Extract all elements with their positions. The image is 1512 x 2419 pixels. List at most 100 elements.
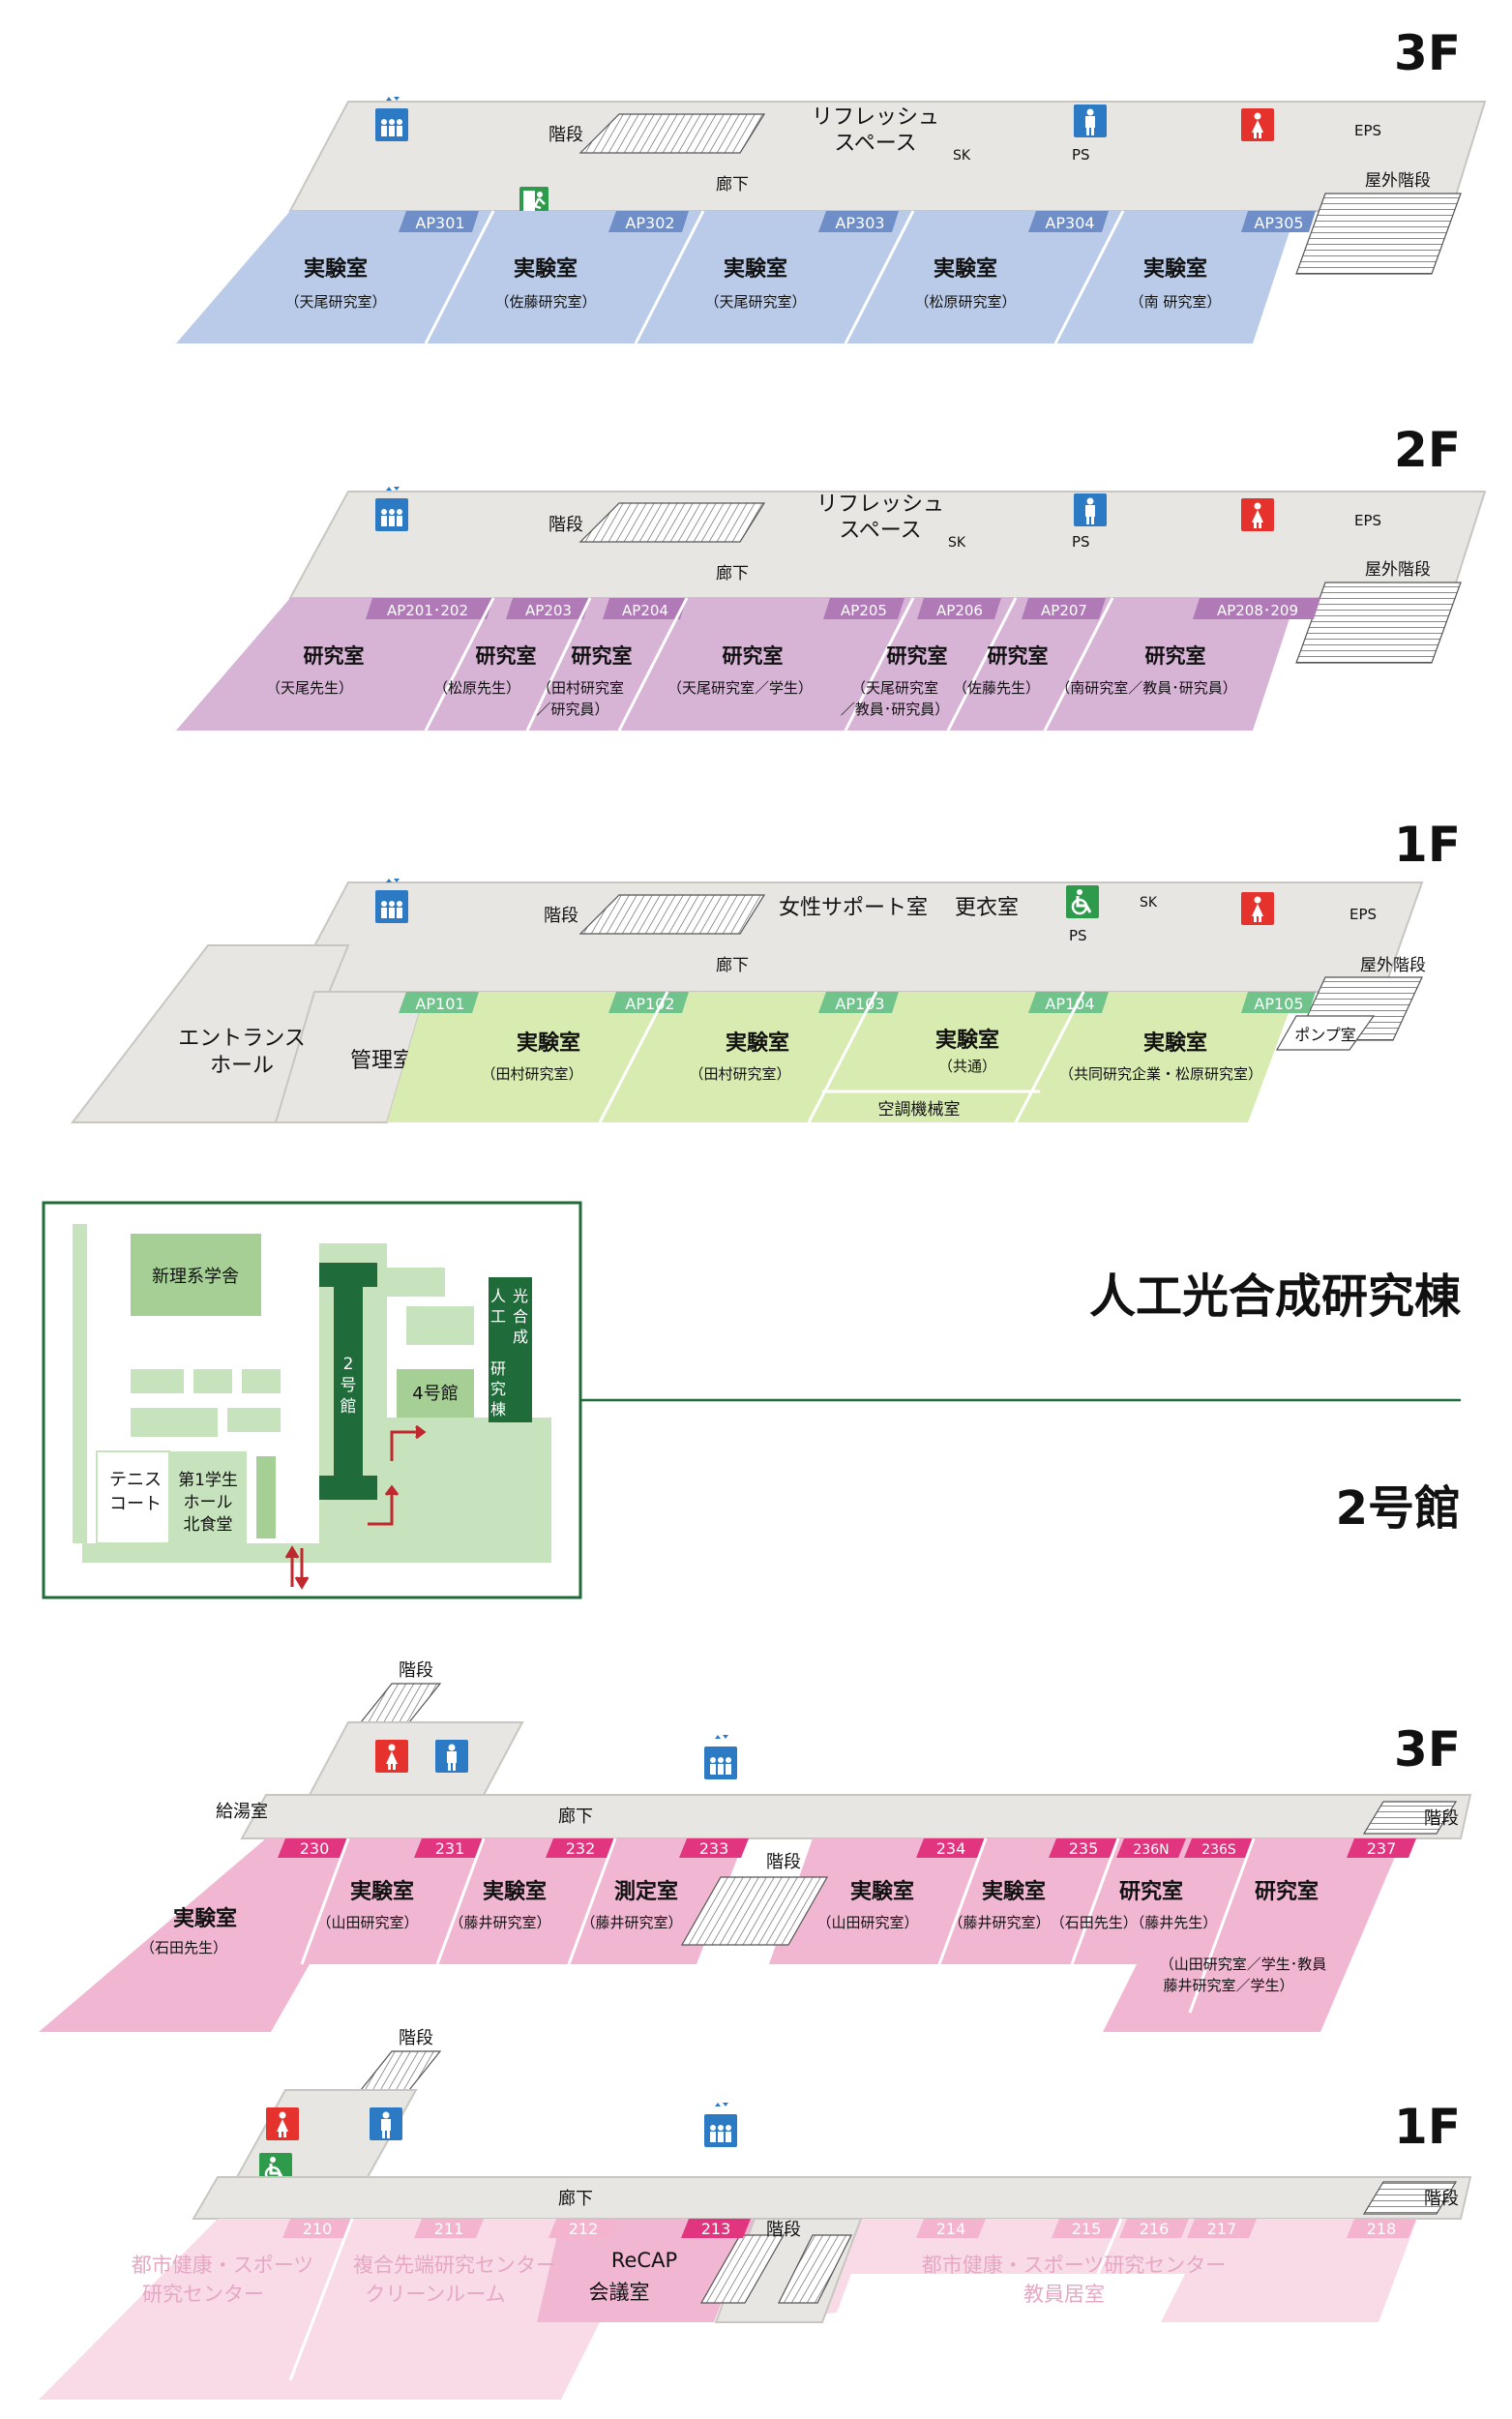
room-owner: （松原先生） (433, 679, 520, 697)
room-owner: （天尾先生） (266, 679, 353, 697)
floor-label-afl-1f: 1F (1394, 817, 1461, 873)
route-arrows (284, 1424, 427, 1590)
room-block-right (755, 2219, 1417, 2322)
room-name: 実験室 (1143, 1030, 1207, 1056)
b2-1f: 1F 階段 廊下 階段 階段 210 211 212 213 214 (39, 2028, 1472, 2400)
room-tab (414, 2219, 484, 2238)
stairs-label-top: 階段 (399, 1660, 433, 1681)
shinri-building (131, 1234, 261, 1316)
refresh-space-label-1: リフレッシュ (812, 105, 939, 130)
room-name: 研究室 (304, 644, 365, 668)
ps-label: PS (1072, 146, 1090, 164)
corridor (308, 1721, 524, 1796)
inset-area (406, 1306, 474, 1345)
room-owner: （藤井研究室） (449, 1914, 550, 1931)
eps-label: EPS (1354, 122, 1381, 139)
room-name: 研究室 (723, 644, 784, 668)
stairs-label-right: 階段 (1424, 2189, 1459, 2209)
outdoor-stairs-icon (1295, 193, 1462, 275)
stairs-label: 階段 (548, 125, 583, 145)
room-tab-label: 217 (1207, 2220, 1237, 2238)
room-recap (537, 2219, 755, 2322)
room-dividers (424, 597, 1114, 732)
room-name-faded: 都市健康・スポーツ研究センター (922, 2254, 1227, 2277)
room-name: 実験室 (934, 256, 997, 282)
room-name: 実験室 (304, 256, 368, 282)
inset-area (96, 1450, 170, 1544)
male-restroom-icon (1074, 105, 1107, 137)
pump-room-label: ポンプ室 (1294, 1026, 1356, 1044)
room-owner: （南研究室／教員･研究員） (1055, 679, 1237, 697)
building-4 (397, 1369, 474, 1418)
room-tab (679, 1838, 749, 1858)
ac-machine-room-label: 空調機械室 (878, 1100, 961, 1120)
room-tab-label: 234 (936, 1839, 966, 1858)
room-tab (818, 211, 899, 232)
stairs-icon (578, 113, 766, 154)
stairs-icon (1362, 1801, 1458, 1835)
room-tab (1028, 211, 1109, 232)
student-hall-label-2: ホール (184, 1493, 233, 1512)
pump-room (1275, 1015, 1376, 1051)
corridor-label: 廊下 (558, 1807, 593, 1827)
room-tab-label: AP302 (625, 214, 674, 232)
floor-label-b2-3f: 3F (1394, 1721, 1461, 1777)
room-name: 研究室 (476, 644, 537, 668)
room-name: 実験室 (935, 1028, 999, 1053)
room-owner: （佐藤研究室） (494, 293, 596, 311)
room-owner: （松原研究室） (914, 293, 1016, 311)
room-tab (548, 2219, 618, 2238)
room-owner: （石田先生） (140, 1939, 227, 1956)
room-tab (608, 992, 689, 1013)
inset-area (387, 1418, 551, 1563)
room-tab-label: 230 (300, 1839, 330, 1858)
female-restroom-icon (1241, 892, 1274, 925)
room-name: 研究室 (1145, 644, 1206, 668)
research-building-label-7: 究 (490, 1380, 506, 1398)
room-block-right (769, 1838, 1403, 2032)
tennis-court-label-2: コート (109, 1494, 162, 1514)
outdoor-stairs-label: 屋外階段 (1365, 171, 1431, 191)
room-owner: （藤井研究室） (580, 1914, 682, 1931)
room-dividers (598, 991, 1085, 1123)
room-tab-label: AP204 (622, 602, 668, 619)
building-title-no2: 2号館 (1336, 1481, 1461, 1536)
female-restroom-icon (1241, 108, 1274, 141)
room-owner: （田村研究室） (481, 1065, 582, 1083)
room-tab-label: AP102 (625, 995, 674, 1013)
room-tab (917, 598, 1001, 619)
room-owner: （佐藤先生） (953, 679, 1040, 697)
room-owner: （山田研究室／学生･教員 (1160, 1956, 1327, 1973)
room-tab (366, 598, 493, 619)
room-owner: （天尾研究室） (704, 293, 806, 311)
stairs-icon (1362, 2181, 1458, 2215)
building-4-label: 4号館 (412, 1384, 458, 1404)
room-name: 研究室 (572, 644, 633, 668)
room-name-faded: 都市健康・スポーツ (132, 2254, 314, 2277)
refresh-space-label-1: リフレッシュ (816, 493, 944, 517)
room-tab (1119, 2219, 1189, 2238)
building-2 (334, 1263, 363, 1500)
ps-label: PS (1072, 533, 1090, 551)
stairs-label: 階段 (548, 515, 583, 535)
room-tab-label: 212 (569, 2220, 599, 2238)
afl-3f: 3F 階段 リフレッシュ スペース SK PS EPS 廊下 屋外階段 AP30… (176, 25, 1487, 344)
room-tab (399, 211, 479, 232)
sk-label: SK (948, 535, 966, 551)
room-tab-label: 215 (1072, 2220, 1102, 2238)
student-hall-label-3: 北食堂 (184, 1515, 233, 1535)
male-restroom-icon (370, 2107, 402, 2140)
female-restroom-icon (266, 2107, 299, 2140)
room-tab (1187, 2219, 1257, 2238)
research-building-label-1: 人 (490, 1287, 506, 1305)
research-building (489, 1277, 532, 1422)
room-tab-label: 236N (1133, 1842, 1169, 1858)
room-tab (399, 992, 479, 1013)
stairs-icon (578, 502, 766, 543)
room-tab (916, 1838, 986, 1858)
room-block-left (39, 1838, 745, 2032)
room-sub-faded: クリーンルーム (365, 2283, 505, 2306)
room-name: 研究室 (1119, 1879, 1183, 1904)
room-owner: （石田先生）（藤井先生） (1051, 1914, 1218, 1931)
stairs-icon (578, 894, 766, 935)
